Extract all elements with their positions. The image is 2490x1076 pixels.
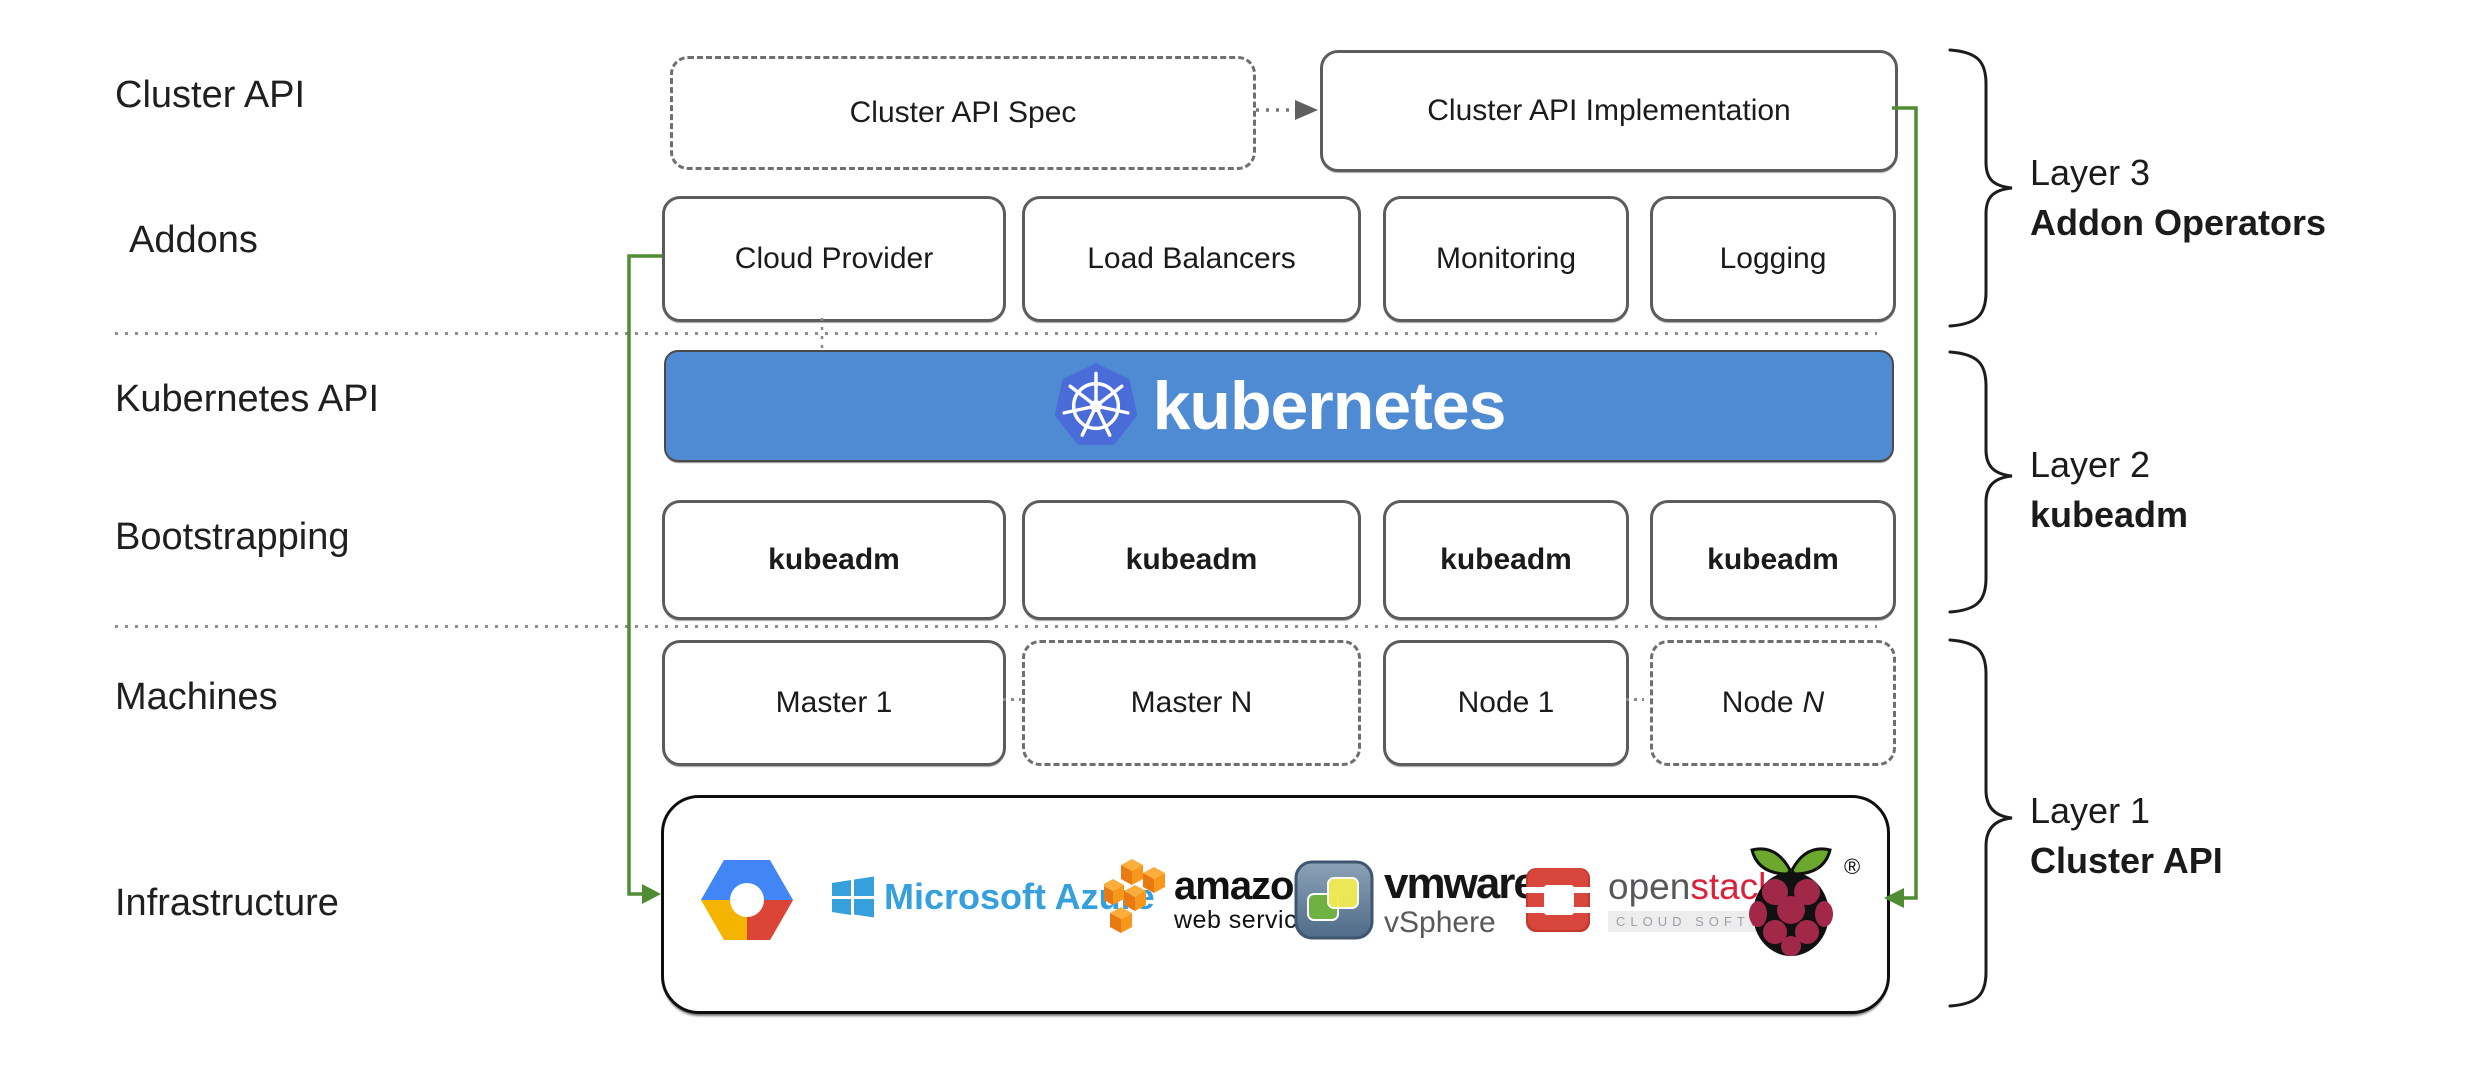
addon-label-load-balancers: Load Balancers [1087,242,1296,275]
machine-label-node-n: Node [1721,686,1794,719]
kubeadm-label-4: kubeadm [1707,543,1839,576]
kubernetes-brand-text: kubernetes [1152,368,1507,444]
cluster-api-spec-label: Cluster API Spec [849,96,1077,129]
separator-bootstrapping-machines [115,625,1877,628]
addon-box-monitoring: Monitoring [1383,196,1629,322]
layer-2-bracket [1948,350,2013,614]
kubeadm-label-2: kubeadm [1125,543,1258,576]
addon-label-cloud-provider: Cloud Provider [734,242,934,275]
kubeadm-box-1: kubeadm [662,500,1006,620]
row-label-cluster-api: Cluster API [115,74,306,116]
kubeadm-box-4: kubeadm [1650,500,1896,620]
layer-1-label: Layer 1 Cluster API [2030,786,2223,886]
addon-label-monitoring: Monitoring [1435,242,1577,275]
layer-3-bracket [1948,48,2013,328]
addon-label-logging: Logging [1719,242,1827,275]
layer-1-subtitle: Cluster API [2030,840,2223,881]
kubeadm-label-3: kubeadm [1440,543,1572,576]
layer-1-bracket [1948,638,2013,1008]
layer-2-label: Layer 2 kubeadm [2030,440,2188,540]
row-label-kubernetes-api: Kubernetes API [115,378,380,420]
machine-box-node-n: Node N [1650,640,1896,766]
addon-box-logging: Logging [1650,196,1896,322]
raspberry-registered-mark: ® [1844,854,1861,879]
raspberry-pi-icon [1749,847,1833,956]
machine-box-master-1: Master 1 [662,640,1006,766]
infrastructure-box: Microsoft Azure amazon web services [661,795,1890,1014]
microsoft-flag-icon [832,876,874,918]
machine-label-node-1: Node 1 [1457,686,1555,719]
kubeadm-box-3: kubeadm [1383,500,1629,620]
vmware-sublabel: vSphere [1384,906,1496,939]
kubernetes-logo-icon [1054,363,1137,445]
layer-3-title: Layer 3 [2030,152,2151,193]
kubeadm-box-2: kubeadm [1022,500,1361,620]
machine-label-master-1: Master 1 [775,686,893,719]
vmware-label: vmware® [1384,862,1546,906]
cloud-provider-to-infrastructure-connector [627,254,662,896]
machine-box-master-n: Master N [1022,640,1361,766]
link-master1-mastern [1003,698,1021,701]
layer-2-subtitle: kubeadm [2030,494,2189,535]
kubeadm-label-1: kubeadm [768,543,900,576]
cluster-api-implementation-label: Cluster API Implementation [1427,94,1791,127]
separator-addons-kubernetes [115,332,1877,335]
row-label-bootstrapping: Bootstrapping [115,516,350,558]
cloud-provider-to-infrastructure-arrowhead [642,884,661,904]
google-cloud-hexagon-icon [701,860,793,940]
vmware-logo: vmware® vSphere [1294,860,1546,940]
layer-1-title: Layer 1 [2030,790,2151,831]
machine-label-master-n: Master N [1130,686,1253,719]
row-label-machines: Machines [115,676,278,718]
vsphere-tile-icon [1294,860,1374,940]
raspberry-pi-logo: ® [1742,840,1860,960]
row-label-addons: Addons [129,219,258,261]
spec-to-implementation-arrowhead [1295,100,1318,120]
aws-label: amazon [1174,863,1318,908]
addon-box-load-balancers: Load Balancers [1022,196,1361,322]
kubernetes-banner: kubernetes [664,350,1894,462]
openstack-ring-icon [1522,868,1596,932]
layer-2-title: Layer 2 [2030,444,2151,485]
machine-box-node-1: Node 1 [1383,640,1629,766]
aws-logo: amazon web services [1104,853,1325,945]
row-label-infrastructure: Infrastructure [115,882,339,924]
layer-3-label: Layer 3 Addon Operators [2030,148,2326,248]
aws-cubes-icon [1104,859,1165,933]
cluster-api-spec-box: Cluster API Spec [670,56,1256,170]
machine-label-node-n-suffix: N [1802,686,1825,719]
cluster-api-implementation-box: Cluster API Implementation [1320,50,1898,172]
gcp-logo [700,854,794,946]
addon-box-cloud-provider: Cloud Provider [662,196,1006,322]
layer-3-subtitle: Addon Operators [2030,202,2327,243]
link-node1-noden [1626,698,1644,701]
